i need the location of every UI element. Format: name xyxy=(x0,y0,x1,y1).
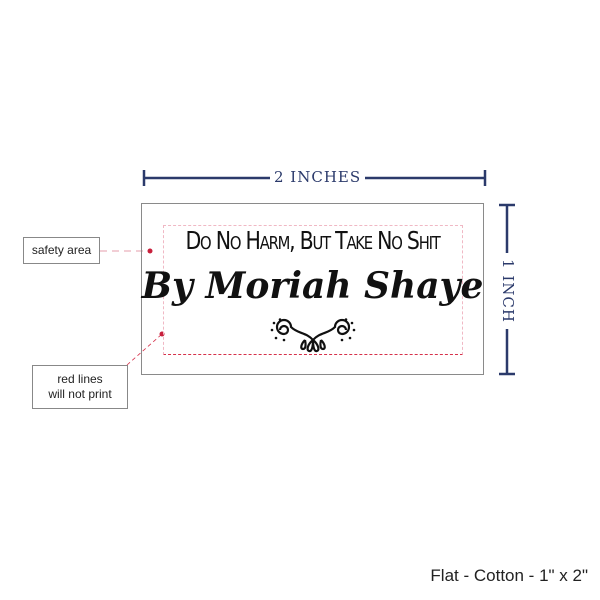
red-lines-callout: red lines will not print xyxy=(32,365,128,409)
flourish-ornament-icon xyxy=(270,318,356,353)
safety-area-text: safety area xyxy=(31,243,92,257)
width-dimension-label: 2 INCHES xyxy=(270,168,366,186)
label-text-line2: By Moriah Shaye xyxy=(141,265,484,307)
height-dimension-label: 1 INCH xyxy=(499,253,517,329)
product-spec-caption: Flat - Cotton - 1" x 2" xyxy=(430,566,588,585)
safety-area-callout: safety area xyxy=(23,237,100,264)
red-lines-text-2: will not print xyxy=(48,387,112,401)
label-outline xyxy=(141,203,484,375)
label-text-line1: Do No Harm, But Take No Shit xyxy=(185,226,441,255)
red-lines-text-1: red lines xyxy=(57,372,103,386)
safety-area-outline xyxy=(163,225,463,355)
